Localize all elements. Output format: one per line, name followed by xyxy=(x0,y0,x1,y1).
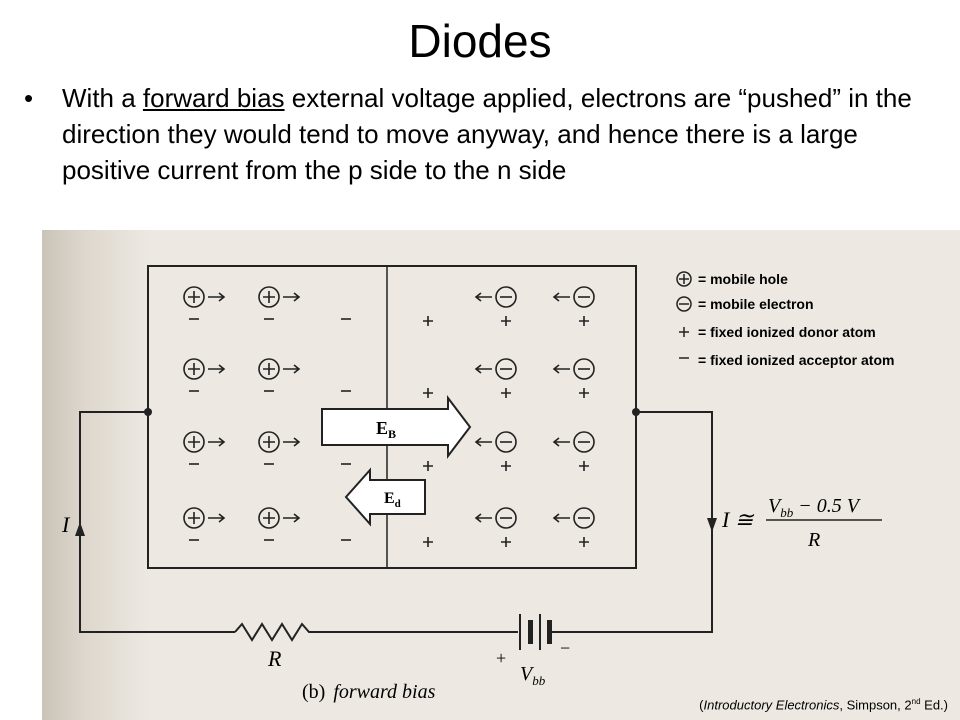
hole-carrier xyxy=(258,358,280,380)
hole-motion-arrow xyxy=(283,364,301,374)
hole-carrier xyxy=(183,507,205,529)
battery-plus: + xyxy=(496,648,506,668)
electron-motion-arrow xyxy=(552,292,570,302)
electron-carrier xyxy=(495,286,517,308)
donor-ion xyxy=(579,537,589,547)
hole-motion-arrow xyxy=(283,513,301,523)
electron-carrier xyxy=(495,358,517,380)
legend-hole-plus xyxy=(679,274,689,284)
pn-junction-block xyxy=(147,265,637,569)
donor-ion xyxy=(501,537,511,547)
legend-electron-text: = mobile electron xyxy=(698,296,814,312)
hole-carrier xyxy=(258,431,280,453)
electron-motion-arrow xyxy=(552,513,570,523)
hole-plus-sign xyxy=(263,291,275,303)
battery-plate-short-1 xyxy=(528,620,533,644)
electron-carrier xyxy=(573,286,595,308)
current-equation-numerator: Vbb − 0.5 V xyxy=(768,495,862,520)
legend-donor-text: = fixed ionized donor atom xyxy=(698,324,876,340)
current-equation-denominator: R xyxy=(807,529,820,551)
hole-plus-sign xyxy=(188,363,200,375)
citation: (Introductory Electronics, Simpson, 2nd … xyxy=(699,696,948,712)
legend-acceptor-text: = fixed ionized acceptor atom xyxy=(698,352,894,368)
battery-minus: − xyxy=(560,638,570,658)
donor-ion xyxy=(423,461,433,471)
donor-ion xyxy=(579,388,589,398)
legend: = mobile hole = mobile electron = fixed … xyxy=(676,271,894,368)
built-in-field-label: EB xyxy=(376,418,396,441)
hole-plus-sign xyxy=(188,436,200,448)
electron-carrier xyxy=(495,431,517,453)
right-current-arrow xyxy=(707,518,717,532)
resistor xyxy=(234,622,314,642)
donor-ion xyxy=(501,388,511,398)
hole-plus-sign xyxy=(263,363,275,375)
electron-motion-arrow xyxy=(474,513,492,523)
right-wire xyxy=(552,411,713,633)
electron-motion-arrow xyxy=(474,364,492,374)
hole-motion-arrow xyxy=(208,292,226,302)
electron-motion-arrow xyxy=(474,292,492,302)
hole-carrier xyxy=(183,431,205,453)
electron-carrier xyxy=(573,431,595,453)
legend-hole-icon xyxy=(676,271,692,287)
donor-ion xyxy=(501,461,511,471)
legend-electron-icon xyxy=(676,296,692,312)
electron-carrier xyxy=(573,507,595,529)
hole-carrier xyxy=(183,358,205,380)
applied-field-arrow xyxy=(344,467,426,527)
hole-motion-arrow xyxy=(283,437,301,447)
battery-plate-short-2 xyxy=(547,620,552,644)
hole-plus-sign xyxy=(188,512,200,524)
donor-ion xyxy=(501,316,511,326)
hole-motion-arrow xyxy=(208,364,226,374)
hole-carrier xyxy=(183,286,205,308)
forward-bias-term: forward bias xyxy=(142,83,285,113)
hole-plus-sign xyxy=(263,436,275,448)
resistor-label: R xyxy=(267,646,282,671)
figure-caption: (b)forward bias xyxy=(302,681,436,703)
donor-ion xyxy=(423,537,433,547)
carrier-grid xyxy=(183,286,595,547)
built-in-field-arrow xyxy=(321,395,472,459)
hole-carrier xyxy=(258,286,280,308)
scan-edge-shadow xyxy=(42,230,150,720)
donor-ion xyxy=(579,461,589,471)
legend-donor-icon xyxy=(679,327,689,337)
legend-hole-text: = mobile hole xyxy=(698,271,788,287)
applied-field-label: Ed xyxy=(384,490,401,510)
bullet-dot: • xyxy=(24,83,34,113)
hole-carrier xyxy=(258,507,280,529)
donor-ion xyxy=(579,316,589,326)
electron-carrier xyxy=(573,358,595,380)
hole-plus-sign xyxy=(263,512,275,524)
hole-motion-arrow xyxy=(283,292,301,302)
bullet-point: • With a forward bias external voltage a… xyxy=(24,80,940,188)
scanned-figure-background xyxy=(42,230,960,720)
hole-motion-arrow xyxy=(208,513,226,523)
battery-label: Vbb xyxy=(520,663,546,688)
donor-ion xyxy=(423,388,433,398)
hole-plus-sign xyxy=(188,291,200,303)
left-current-arrow xyxy=(75,522,85,536)
current-equation-lhs: I ≅ xyxy=(721,507,755,532)
left-current-label: I xyxy=(61,512,71,537)
left-wire xyxy=(79,411,235,633)
electron-carrier xyxy=(495,507,517,529)
electron-motion-arrow xyxy=(474,437,492,447)
donor-ion xyxy=(423,316,433,326)
bullet-text: With a forward bias external voltage app… xyxy=(62,83,912,185)
hole-motion-arrow xyxy=(208,437,226,447)
slide-title: Diodes xyxy=(408,15,552,67)
electron-motion-arrow xyxy=(552,437,570,447)
electron-motion-arrow xyxy=(552,364,570,374)
